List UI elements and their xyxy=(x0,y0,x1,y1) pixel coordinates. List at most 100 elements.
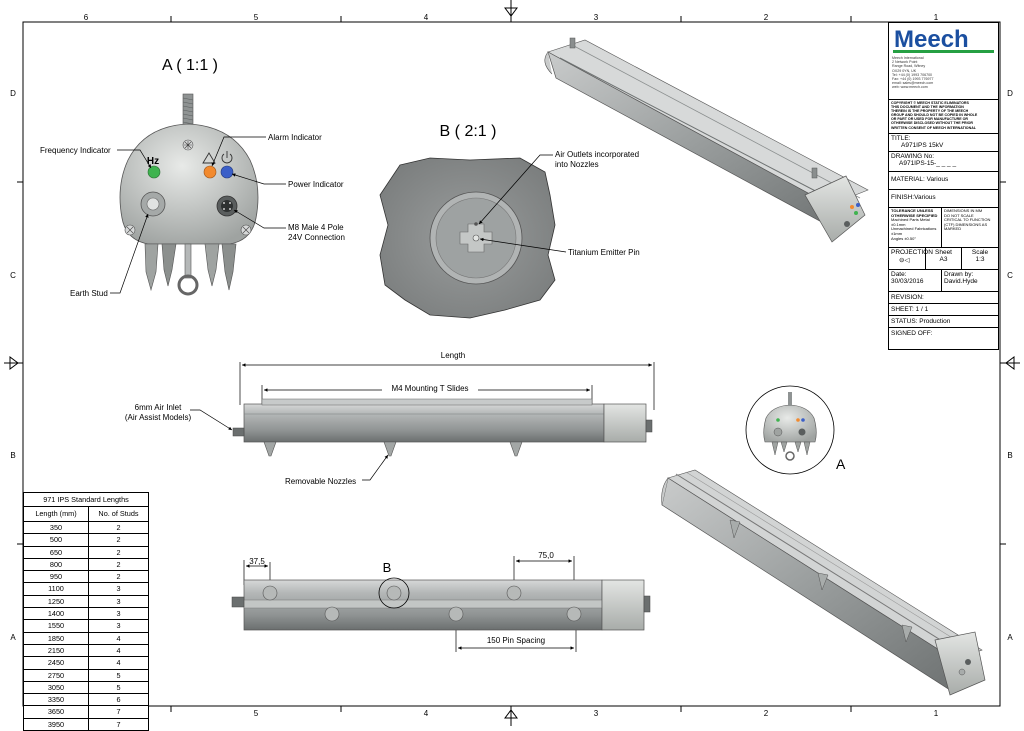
table-row: 3950 7 xyxy=(24,718,148,731)
company-address: Meech International 2 Network Point Rang… xyxy=(892,56,934,90)
col-label: 3 xyxy=(594,709,599,718)
detail-b-marker: B xyxy=(383,560,392,575)
finish-row: FINISH:Various xyxy=(889,189,998,207)
table-row: 950 2 xyxy=(24,571,148,584)
length-cell: 3950 xyxy=(24,718,89,731)
hz-symbol: Hz xyxy=(147,156,159,167)
power-symbol-icon xyxy=(221,151,233,164)
detail-a-title: A ( 1:1 ) xyxy=(162,57,218,74)
bottom-view xyxy=(231,556,651,652)
studs-cell: 3 xyxy=(116,621,121,631)
drawing-border xyxy=(4,0,1020,726)
studs-cell: 2 xyxy=(116,572,121,582)
callout-m8-line1: M8 Male 4 Pole xyxy=(288,223,344,232)
length-cell: 3650 xyxy=(24,706,89,718)
table-row: 1100 3 xyxy=(24,583,148,596)
length-cell: 2450 xyxy=(24,657,89,669)
col-label: 1 xyxy=(934,709,939,718)
isometric-top-view xyxy=(544,37,869,243)
detail-b-view: B ( 2:1 ) xyxy=(379,123,556,319)
length-cell: 800 xyxy=(24,558,89,571)
length-cell: 950 xyxy=(24,571,89,583)
power-indicator-led xyxy=(220,165,234,179)
col-label: 2 xyxy=(764,13,769,22)
row-label: D xyxy=(1007,89,1013,98)
callout-frequency-indicator: Frequency Indicator xyxy=(40,146,111,155)
col-label: 4 xyxy=(424,709,429,718)
col-label: 4 xyxy=(424,13,429,22)
col-label: 5 xyxy=(254,709,259,718)
isometric-bottom-view xyxy=(661,469,986,696)
detail-b-callouts: Air Outlets incorporated into Nozzles Ti… xyxy=(478,150,640,257)
studs-cell: 2 xyxy=(116,535,121,545)
sheet-count-row: SHEET: 1 / 1 xyxy=(889,303,998,315)
callout-air-inlet-line2: (Air Assist Models) xyxy=(125,413,192,422)
revision-row: REVISION: xyxy=(889,291,998,303)
col-label: 3 xyxy=(594,13,599,22)
studs-cell: 2 xyxy=(116,523,121,532)
detail-a-marker: A xyxy=(836,456,846,472)
studs-cell: 2 xyxy=(116,559,121,569)
callout-earth-stud: Earth Stud xyxy=(70,289,108,298)
table-row: 1250 3 xyxy=(24,595,148,609)
callout-removable-nozzles: Removable Nozzles xyxy=(285,477,356,486)
side-view-callouts: Length M4 Mounting T Slides 6mm Air Inle… xyxy=(125,351,478,486)
length-cell: 2150 xyxy=(24,644,89,657)
callout-length: Length xyxy=(441,351,465,360)
callout-air-outlets-line2: into Nozzles xyxy=(555,160,599,169)
length-cell: 1250 xyxy=(24,595,89,608)
callout-air-outlets-line1: Air Outlets incorporated xyxy=(555,150,639,159)
length-cell: 500 xyxy=(24,534,89,546)
callout-m8-line2: 24V Connection xyxy=(288,233,345,242)
meech-logo: Meech xyxy=(893,26,994,53)
studs-cell: 4 xyxy=(116,645,121,655)
length-cell: 650 xyxy=(24,546,89,558)
studs-cell: 3 xyxy=(116,584,121,594)
projection-row: PROJECTION ⊖◁ Sheet A3 Scale 1:3 xyxy=(889,247,998,269)
dim-37-5: 37,5 xyxy=(249,557,265,566)
table-row: 2150 4 xyxy=(24,644,148,658)
detail-b-title: B ( 2:1 ) xyxy=(440,123,497,140)
row-label: A xyxy=(1007,633,1013,642)
row-label: A xyxy=(10,633,16,642)
row-label: D xyxy=(10,89,16,98)
length-cell: 1400 xyxy=(24,608,89,620)
table-row: 3350 6 xyxy=(24,694,148,707)
studs-cell: 4 xyxy=(116,633,121,643)
table-row: 1850 4 xyxy=(24,632,148,645)
col-label: 5 xyxy=(254,13,259,22)
row-label: C xyxy=(1007,271,1013,280)
length-cell: 3350 xyxy=(24,694,89,706)
standard-lengths-table: 971 IPS Standard Lengths Length (mm) No.… xyxy=(23,492,149,731)
callout-power-indicator: Power Indicator xyxy=(288,180,344,189)
detail-b-ring xyxy=(378,577,410,609)
length-cell: 3050 xyxy=(24,681,89,694)
length-cell: 1850 xyxy=(24,632,89,644)
detail-a-callouts: Frequency Indicator Alarm Indicator Powe… xyxy=(40,133,345,298)
studs-cell: 7 xyxy=(116,719,121,729)
length-cell: 350 xyxy=(24,522,89,534)
callout-titanium-pin: Titanium Emitter Pin xyxy=(568,248,640,257)
table-row: 500 2 xyxy=(24,534,148,547)
status-row: STATUS: Production xyxy=(889,315,998,327)
length-cell: 1100 xyxy=(24,583,89,595)
title-block: Meech Meech International 2 Network Poin… xyxy=(888,22,999,350)
callout-alarm-indicator: Alarm Indicator xyxy=(268,133,322,142)
projection-symbol-icon: ⊖◁ xyxy=(899,257,910,264)
alarm-indicator-led xyxy=(203,165,217,179)
studs-cell: 6 xyxy=(116,695,121,705)
studs-cell: 3 xyxy=(116,596,121,606)
col-label: 6 xyxy=(84,13,89,22)
signed-off-row: SIGNED OFF: xyxy=(889,327,998,349)
length-cell: 1550 xyxy=(24,620,89,632)
alarm-warning-icon xyxy=(202,152,216,164)
material-row: MATERIAL: Various xyxy=(889,171,998,189)
date-row: Date: 30/03/2016 Drawn by: David.Hyde xyxy=(889,269,998,291)
